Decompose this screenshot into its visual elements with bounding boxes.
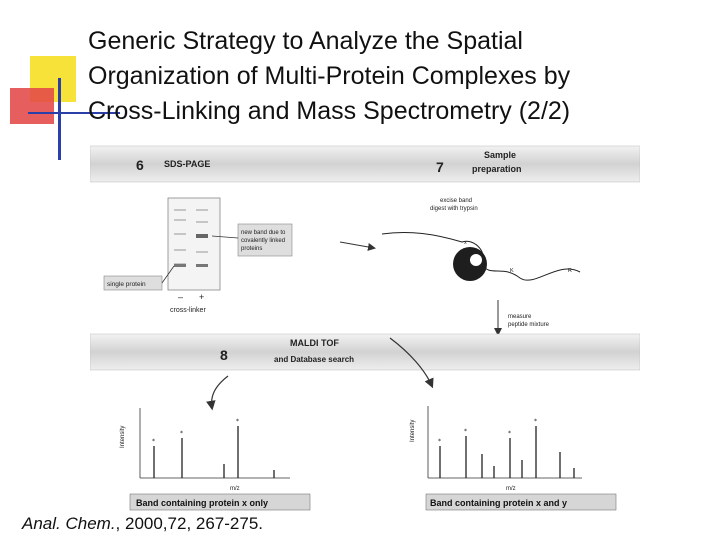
spectrum-right-peaks <box>440 426 574 478</box>
citation-journal: Anal. Chem. <box>22 514 116 533</box>
step7-label-line2: preparation <box>472 164 522 174</box>
single-protein-label: single protein <box>107 281 146 288</box>
peptide-k-label: K <box>510 268 514 274</box>
spectrum-left-markers: * * * <box>152 418 239 445</box>
arrow-to-sample-prep <box>340 242 374 248</box>
svg-text:*: * <box>236 418 239 425</box>
peptide-r-label: R <box>568 268 572 274</box>
decor-red-square <box>10 88 54 124</box>
excise-note-line1: excise band <box>440 198 472 204</box>
spectrum-left-y-label: Intensity <box>120 426 126 448</box>
slide-title: Generic Strategy to Analyze the Spatial … <box>88 24 708 129</box>
citation: Anal. Chem., 2000,72, 267-275. <box>22 514 263 534</box>
svg-text:*: * <box>438 438 441 445</box>
citation-details: , 2000,72, 267-275. <box>116 514 263 533</box>
step-band-middle <box>90 334 640 370</box>
minus-sign: – <box>178 292 183 302</box>
band-left-caption: Band containing protein x only <box>136 498 268 508</box>
step8-number: 8 <box>220 347 228 363</box>
new-crosslink-band <box>196 234 208 238</box>
decor-blue-vertical-line <box>58 78 61 160</box>
title-line-2: Organization of Multi-Protein Complexes … <box>88 59 708 94</box>
spectrum-right-y-label: Intensity <box>410 420 416 442</box>
band-right-caption: Band containing protein x and y <box>430 498 567 508</box>
single-protein-band-2 <box>196 264 208 267</box>
spectrum-left-peaks <box>154 426 274 478</box>
new-band-note-line3: proteins <box>241 246 262 252</box>
cross-linker-label: cross-linker <box>170 307 206 314</box>
step7-label-line1: Sample <box>484 150 516 160</box>
new-band-note-line2: covalently linked <box>241 238 285 244</box>
excise-note-line2: digest with trypsin <box>430 206 478 212</box>
single-protein-band <box>174 264 186 267</box>
measure-note-line2: peptide mixture <box>508 322 550 328</box>
svg-text:*: * <box>534 418 537 425</box>
crosslinking-workflow-figure: 6 SDS-PAGE 7 Sample preparation new band… <box>90 138 640 520</box>
protein-blob <box>453 247 487 281</box>
sds-gel <box>168 198 220 290</box>
peptide-x-label: x <box>464 240 467 246</box>
new-band-note-line1: new band due to <box>241 230 286 236</box>
svg-text:*: * <box>152 438 155 445</box>
svg-text:*: * <box>180 430 183 437</box>
title-line-3: Cross-Linking and Mass Spectrometry (2/2… <box>88 94 708 129</box>
spectrum-right-x-label: m/z <box>506 486 516 492</box>
step7-number: 7 <box>436 159 444 175</box>
protein-blob-cleft <box>470 254 482 266</box>
workflow-diagram: 6 SDS-PAGE 7 Sample preparation new band… <box>90 138 640 520</box>
svg-text:*: * <box>508 430 511 437</box>
step8-label-line1: MALDI TOF <box>290 338 339 348</box>
measure-note-line1: measure <box>508 314 532 320</box>
arrow-to-spectrum-left <box>212 376 228 408</box>
plus-sign: + <box>199 292 204 302</box>
svg-text:*: * <box>464 428 467 435</box>
step6-label: SDS-PAGE <box>164 159 210 169</box>
svg-text:measure peptide mixture: measure peptide mixture <box>508 314 550 328</box>
spectrum-right-markers: * * * * <box>438 418 537 445</box>
step6-number: 6 <box>136 157 144 173</box>
svg-text:excise band digest with tr: excise band digest with trypsin <box>430 198 478 212</box>
step8-label-line2: and Database search <box>274 355 354 364</box>
title-line-1: Generic Strategy to Analyze the Spatial <box>88 24 708 59</box>
spectrum-left-x-label: m/z <box>230 486 240 492</box>
